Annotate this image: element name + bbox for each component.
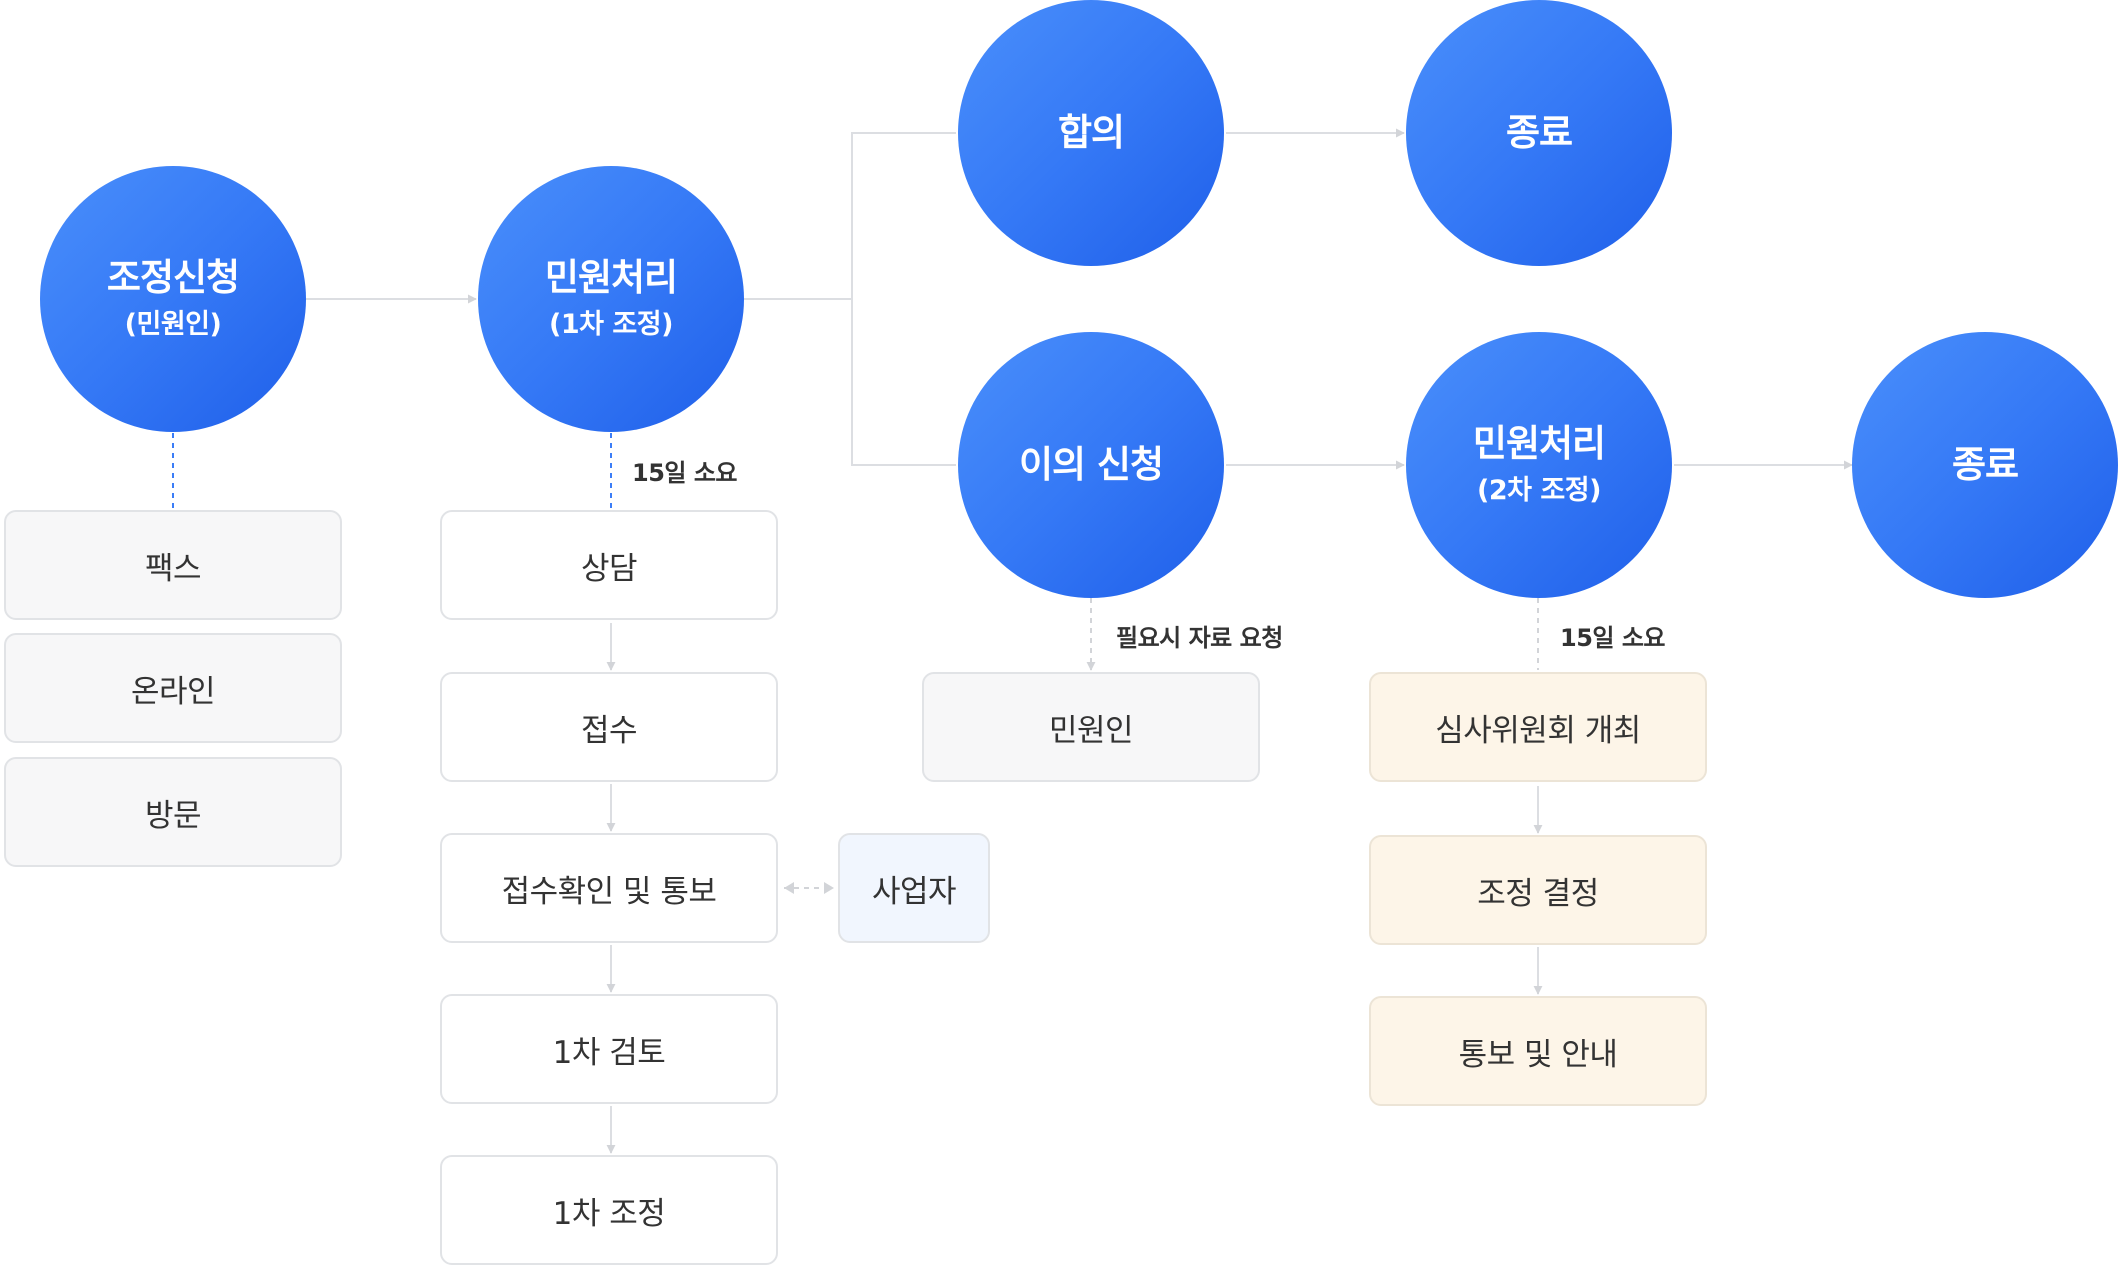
step-consult: 상담: [440, 510, 778, 620]
step-confirm-notify: 접수확인 및 통보: [440, 833, 778, 943]
step-committee: 심사위원회 개최: [1369, 672, 1707, 782]
node-process2-sub: (2차 조정): [1477, 474, 1601, 506]
step-notify-guide: 통보 및 안내: [1369, 996, 1707, 1106]
node-process1-sub: (1차 조정): [549, 308, 673, 340]
step-first-review: 1차 검토: [440, 994, 778, 1104]
method-online: 온라인: [4, 633, 342, 743]
node-end1-title: 종료: [1505, 110, 1573, 154]
node-apply-sub: (민원인): [124, 308, 222, 340]
note-request: 필요시 자료 요청: [1116, 624, 1283, 652]
step-receipt: 접수: [440, 672, 778, 782]
node-apply-title: 조정신청: [106, 256, 240, 300]
complainant-box: 민원인: [922, 672, 1260, 782]
step-decision: 조정 결정: [1369, 835, 1707, 945]
branch-line: [742, 132, 956, 300]
branch-line-lower: [851, 299, 956, 466]
node-agree-title: 합의: [1057, 110, 1125, 154]
note-duration-1: 15일 소요: [632, 459, 738, 487]
step-first-mediation: 1차 조정: [440, 1155, 778, 1265]
note-duration-2: 15일 소요: [1560, 624, 1666, 652]
method-visit: 방문: [4, 757, 342, 867]
node-end2-title: 종료: [1951, 442, 2019, 486]
node-agree: 합의: [958, 0, 1224, 266]
node-apply: 조정신청 (민원인): [40, 166, 306, 432]
node-process1-title: 민원처리: [544, 256, 678, 300]
node-objection-title: 이의 신청: [1018, 442, 1164, 486]
node-process2: 민원처리 (2차 조정): [1406, 332, 1672, 598]
node-objection: 이의 신청: [958, 332, 1224, 598]
node-end1: 종료: [1406, 0, 1672, 266]
method-fax: 팩스: [4, 510, 342, 620]
node-process2-title: 민원처리: [1472, 422, 1606, 466]
node-process1: 민원처리 (1차 조정): [478, 166, 744, 432]
node-end2: 종료: [1852, 332, 2118, 598]
business-operator: 사업자: [838, 833, 990, 943]
